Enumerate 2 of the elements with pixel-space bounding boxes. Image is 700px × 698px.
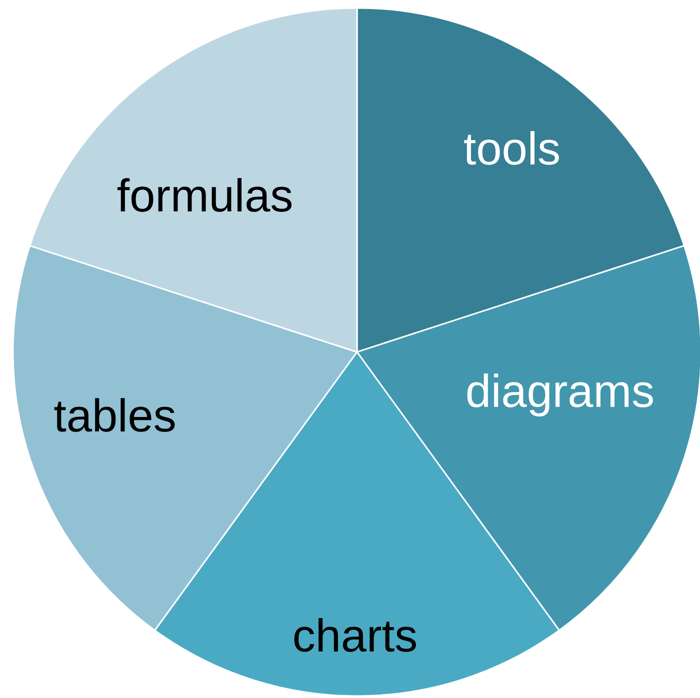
pie-slice: tools [356,7,685,353]
pie-slice: formulas [29,7,358,353]
